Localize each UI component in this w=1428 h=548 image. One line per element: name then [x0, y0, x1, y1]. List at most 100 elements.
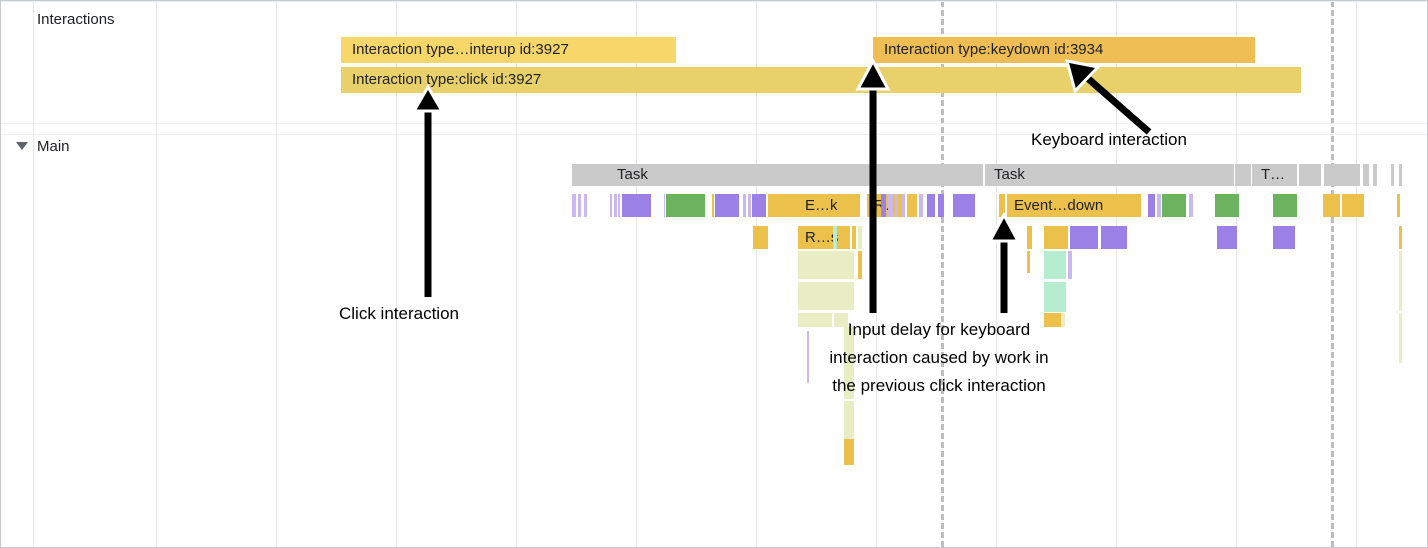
flame-bar[interactable] — [1342, 194, 1364, 217]
annotation-line: the previous click interaction — [832, 376, 1046, 395]
gridline — [756, 1, 757, 547]
gridline — [1116, 1, 1117, 547]
flame-bar[interactable] — [895, 194, 898, 217]
nested-flame-bar[interactable] — [1068, 251, 1072, 279]
annotation-keyboard-interaction: Keyboard interaction — [1031, 130, 1187, 149]
annotation-line: interaction caused by work in — [829, 348, 1049, 367]
annotation-line: Input delay for keyboard — [847, 320, 1031, 339]
task-block-labeled[interactable]: Task — [985, 164, 1234, 186]
flame-bar[interactable] — [1157, 194, 1161, 217]
nested-flame-bar[interactable] — [798, 251, 854, 279]
interaction-bar-keydown[interactable]: Interaction type:keydown id:3934 — [873, 37, 1255, 63]
nested-flame-bar[interactable] — [858, 251, 862, 279]
gridline — [1356, 1, 1357, 547]
task-block[interactable] — [1399, 164, 1402, 186]
nested-flame-bar[interactable] — [844, 439, 854, 465]
flame-bar[interactable] — [753, 226, 768, 249]
flame-bar[interactable] — [748, 194, 751, 217]
flame-bar[interactable] — [1189, 194, 1193, 217]
nested-flame-bar[interactable] — [807, 331, 809, 383]
flame-bar[interactable] — [1027, 226, 1032, 249]
flame-bar[interactable] — [833, 226, 837, 249]
nested-flame-bar[interactable] — [798, 313, 832, 327]
task-block[interactable] — [873, 164, 983, 186]
flame-bar[interactable] — [1044, 226, 1068, 249]
nested-flame-bar[interactable] — [1399, 251, 1402, 311]
flame-bar[interactable] — [1399, 226, 1402, 249]
flame-bar[interactable] — [1273, 226, 1295, 249]
flame-bar[interactable] — [953, 194, 975, 217]
flame-bar[interactable] — [907, 194, 917, 217]
flame-bar[interactable] — [572, 194, 576, 217]
flame-bar[interactable] — [752, 194, 766, 217]
interaction-bar-pointerup[interactable]: Interaction type…interup id:3927 — [341, 37, 676, 63]
flame-bar[interactable] — [614, 194, 617, 217]
row-separator — [1, 134, 1427, 135]
flame-bar[interactable] — [743, 194, 746, 217]
flame-bar[interactable] — [715, 194, 739, 217]
gridline — [156, 1, 157, 547]
flame-bar[interactable] — [888, 194, 893, 217]
flame-bar[interactable] — [622, 194, 651, 217]
track-label-interactions[interactable]: Interactions — [37, 11, 115, 28]
flame-bar[interactable] — [1273, 194, 1297, 217]
gridline — [516, 1, 517, 547]
nested-flame-bar[interactable] — [844, 327, 854, 399]
flame-bar[interactable] — [618, 194, 620, 217]
task-block[interactable] — [572, 164, 608, 186]
nested-flame-bar[interactable] — [1027, 251, 1030, 273]
flame-bar[interactable] — [712, 194, 714, 217]
gridline — [33, 1, 34, 547]
arrow-input-delay-previous-click — [855, 57, 891, 313]
nested-flame-bar[interactable] — [798, 282, 854, 310]
flame-bar[interactable] — [938, 194, 944, 217]
task-block[interactable] — [1235, 164, 1251, 186]
flame-bar[interactable] — [610, 194, 612, 217]
task-block-labeled[interactable]: T… — [1252, 164, 1297, 186]
flame-bar[interactable] — [852, 226, 856, 249]
event-bar[interactable]: E…k — [798, 194, 860, 217]
flame-bar[interactable] — [578, 194, 581, 217]
flame-bar[interactable] — [927, 194, 935, 217]
flame-bar[interactable] — [1101, 226, 1127, 249]
flame-bar[interactable] — [1162, 194, 1186, 217]
task-block[interactable] — [1324, 164, 1360, 186]
task-block[interactable] — [1363, 164, 1369, 186]
nested-flame-bar[interactable] — [1399, 313, 1402, 363]
flame-bar[interactable] — [1323, 194, 1340, 217]
nested-flame-bar[interactable] — [834, 313, 848, 327]
flame-bar[interactable] — [1397, 194, 1400, 217]
flame-bar[interactable] — [881, 194, 886, 217]
nested-flame-bar[interactable] — [844, 401, 854, 439]
interaction-bar-click[interactable]: Interaction type:click id:3927 — [341, 67, 1301, 93]
arrow-click-interaction — [411, 84, 445, 297]
flame-bar[interactable] — [919, 194, 923, 217]
task-block[interactable] — [1299, 164, 1321, 186]
flame-bar[interactable] — [902, 194, 905, 217]
flame-bar[interactable] — [1217, 226, 1237, 249]
nested-flame-bar[interactable] — [1044, 282, 1066, 312]
flame-bar[interactable] — [999, 194, 1005, 217]
row-separator — [1, 123, 1427, 124]
chevron-down-icon[interactable] — [16, 142, 28, 150]
flame-bar[interactable] — [1148, 194, 1155, 217]
track-label-main[interactable]: Main — [37, 138, 70, 155]
task-block-labeled[interactable]: Task — [608, 164, 873, 186]
flame-bar[interactable] — [1215, 194, 1239, 217]
gridline — [636, 1, 637, 547]
flame-bar[interactable] — [768, 194, 798, 217]
task-block[interactable] — [1373, 164, 1377, 186]
flame-bar[interactable] — [666, 194, 705, 217]
flame-bar[interactable] — [664, 194, 665, 217]
nested-flame-bar[interactable] — [1061, 313, 1065, 327]
event-bar[interactable]: Event…down — [1007, 194, 1141, 217]
flame-bar[interactable] — [858, 226, 862, 249]
flame-bar[interactable] — [584, 194, 587, 217]
gridline — [996, 1, 997, 547]
event-bar[interactable]: R…s — [798, 226, 850, 249]
nested-flame-bar[interactable] — [1044, 313, 1061, 327]
flame-bar[interactable] — [1070, 226, 1098, 249]
task-block[interactable] — [1391, 164, 1394, 186]
nested-flame-bar[interactable] — [1044, 251, 1066, 279]
